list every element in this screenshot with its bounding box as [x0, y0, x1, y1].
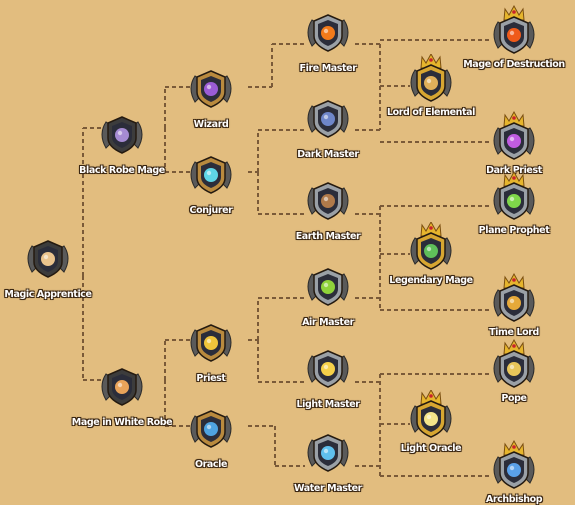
- class-node-wizard[interactable]: Wizard: [171, 64, 251, 130]
- class-node-conjurer[interactable]: Conjurer: [171, 150, 251, 216]
- class-label: Lord of Elemental: [386, 107, 476, 118]
- destruction-icon: [493, 4, 535, 54]
- class-label: Earth Master: [295, 231, 361, 242]
- legendary-mage-icon: [410, 222, 452, 270]
- time-lord-icon: [493, 272, 535, 322]
- class-node-mage-of-destruction[interactable]: Mage of Destruction: [463, 2, 565, 70]
- class-node-archbishop[interactable]: Archbishop: [474, 437, 554, 505]
- class-label: Light Oracle: [400, 443, 462, 454]
- class-node-plane-prophet[interactable]: Plane Prophet: [474, 168, 554, 236]
- fire-icon: [307, 14, 349, 52]
- pope-icon: [493, 338, 535, 388]
- archbishop-icon: [493, 439, 535, 489]
- class-node-priest[interactable]: Priest: [171, 318, 251, 384]
- class-label: Conjurer: [189, 205, 233, 216]
- earth-icon: [307, 182, 349, 220]
- class-label: Time Lord: [489, 327, 539, 338]
- water-icon: [307, 434, 349, 472]
- class-label: Pope: [501, 393, 527, 404]
- class-node-time-lord[interactable]: Time Lord: [474, 270, 554, 338]
- class-node-light-master[interactable]: Light Master: [288, 344, 368, 410]
- priest-icon: [190, 324, 232, 362]
- plane-prophet-icon: [493, 170, 535, 220]
- class-label: Fire Master: [299, 63, 357, 74]
- class-node-lord-of-elemental[interactable]: Lord of Elemental: [387, 54, 475, 118]
- class-node-magic-apprentice[interactable]: Magic Apprentice: [4, 234, 92, 300]
- class-node-dark-priest[interactable]: Dark Priest: [474, 108, 554, 176]
- class-label: Dark Priest: [486, 165, 542, 176]
- class-node-pope[interactable]: Pope: [474, 336, 554, 404]
- class-label: Oracle: [194, 459, 228, 470]
- class-label: Dark Master: [297, 149, 359, 160]
- air-icon: [307, 268, 349, 306]
- light-oracle-icon: [410, 390, 452, 438]
- light-icon: [307, 350, 349, 388]
- class-label: Wizard: [193, 119, 229, 130]
- class-node-earth-master[interactable]: Earth Master: [288, 176, 368, 242]
- class-node-air-master[interactable]: Air Master: [288, 262, 368, 328]
- apprentice-icon: [27, 240, 69, 278]
- class-label: Mage of Destruction: [463, 59, 565, 70]
- class-label: Black Robe Mage: [79, 165, 165, 176]
- elemental-lord-icon: [410, 54, 452, 102]
- white-robe-icon: [101, 368, 143, 406]
- class-label: Legendary Mage: [389, 275, 473, 286]
- class-node-mage-white-robe[interactable]: Mage in White Robe: [72, 362, 173, 428]
- wizard-icon: [190, 70, 232, 108]
- class-label: Priest: [196, 373, 226, 384]
- class-label: Plane Prophet: [478, 225, 550, 236]
- class-node-legendary-mage[interactable]: Legendary Mage: [389, 222, 473, 286]
- class-label: Air Master: [302, 317, 354, 328]
- class-node-water-master[interactable]: Water Master: [288, 428, 368, 494]
- black-robe-icon: [101, 116, 143, 154]
- class-label: Water Master: [294, 483, 362, 494]
- class-label: Magic Apprentice: [4, 289, 92, 300]
- class-node-black-robe-mage[interactable]: Black Robe Mage: [79, 110, 165, 176]
- dark-priest-icon: [493, 110, 535, 160]
- class-node-dark-master[interactable]: Dark Master: [288, 94, 368, 160]
- class-label: Mage in White Robe: [71, 417, 173, 428]
- dark-skull-icon: [307, 100, 349, 138]
- class-label: Archbishop: [485, 494, 543, 505]
- class-node-oracle[interactable]: Oracle: [171, 404, 251, 470]
- class-node-fire-master[interactable]: Fire Master: [288, 8, 368, 74]
- class-node-light-oracle[interactable]: Light Oracle: [391, 390, 471, 454]
- oracle-icon: [190, 410, 232, 448]
- class-label: Light Master: [296, 399, 360, 410]
- conjurer-icon: [190, 156, 232, 194]
